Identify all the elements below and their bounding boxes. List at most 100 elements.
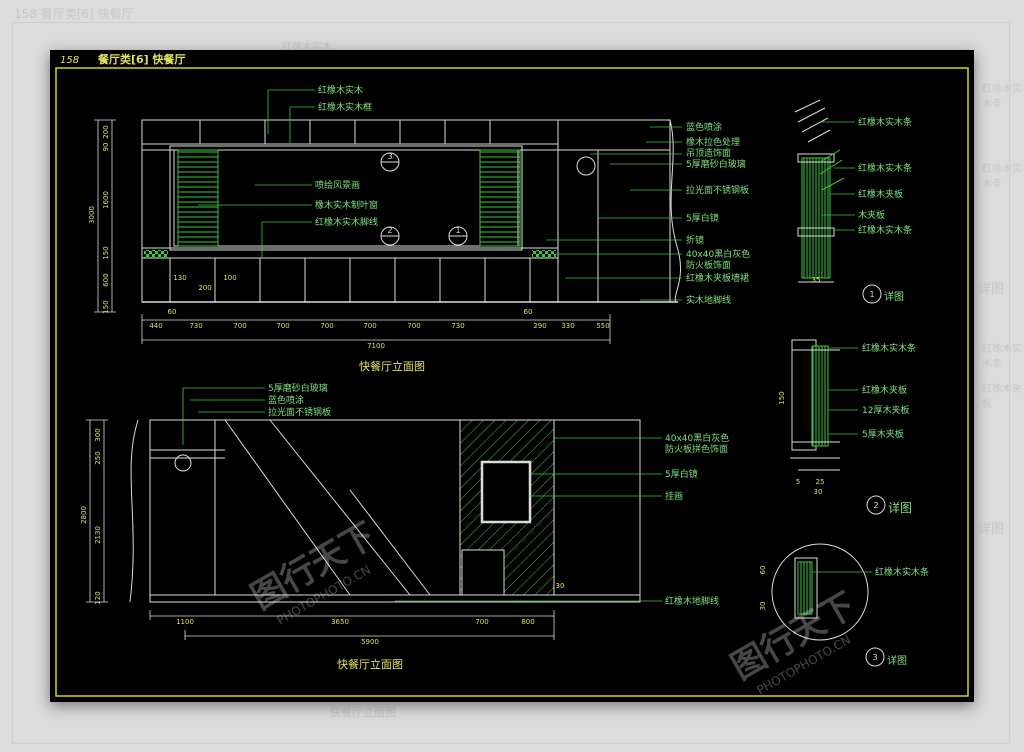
elev1-label-right: 红橡木夹板墙裙 <box>686 272 749 284</box>
elev1-dim: 700 <box>233 322 246 330</box>
elev1-label-right: 折镜 <box>686 234 704 246</box>
elev1-dim-left: 200 <box>102 125 110 138</box>
elev2-dim-left: 300 <box>94 428 102 441</box>
elev1-label-left: 红橡木实木脚线 <box>315 216 378 228</box>
elev1-label-left: 红橡木实木框 <box>318 101 372 113</box>
ghost-label: 红橡木实木条 <box>982 164 1022 190</box>
ghost-label: 红橡木实木条 <box>982 84 1022 110</box>
elev1-small-dim: 130 <box>173 274 186 282</box>
elev1-small-dim: 200 <box>198 284 211 292</box>
elev2-label-right: 5厚白镜 <box>665 468 698 480</box>
elevation-1-title: 快餐厅立面图 <box>359 359 425 373</box>
elev2-dim-left-total: 2800 <box>80 506 88 524</box>
elev2-dim: 700 <box>475 618 488 626</box>
elev1-dim-left: 90 <box>102 143 110 152</box>
elev1-label-right: 5厚白镜 <box>686 212 719 224</box>
detail3-dim: 30 <box>759 602 767 611</box>
sheet-number: 158 <box>60 55 79 66</box>
elev2-dim-total: 5900 <box>361 638 379 646</box>
elev2-label-top: 拉光面不锈钢板 <box>268 406 331 418</box>
detail1-callout-text: 详图 <box>884 290 904 303</box>
elev1-dim: 730 <box>451 322 464 330</box>
elev1-dim: 290 <box>533 322 546 330</box>
elev1-dim: 700 <box>407 322 420 330</box>
elev1-label-right: 蓝色喷涂 <box>686 121 722 133</box>
detail2-label: 红橡木夹板 <box>862 384 907 396</box>
drawing-frame <box>55 67 969 697</box>
elev2-dim-left: 120 <box>94 591 102 604</box>
section-marker-label: 2 <box>387 226 392 235</box>
detail2-dim-side: 150 <box>778 391 786 404</box>
elev2-dim: 800 <box>521 618 534 626</box>
detail1-label: 红橡木实木条 <box>858 162 912 174</box>
elev1-dim-left-total: 3000 <box>88 206 96 224</box>
elev1-label-left: 喷绘风景画 <box>315 179 360 191</box>
ghost-label: 红橡木夹板 <box>982 384 1022 410</box>
elev1-dim: 440 <box>149 322 162 330</box>
elev1-small-dim: 60 <box>168 308 177 316</box>
elev2-dim-right: 30 <box>556 582 565 590</box>
detail1-dim: 35 <box>812 276 821 284</box>
elevation-1 <box>141 119 681 303</box>
cad-drawing-sheet: 158 餐厅类[6] 快餐厅 <box>50 50 974 702</box>
elev1-dim: 700 <box>276 322 289 330</box>
elevation-2 <box>129 419 641 603</box>
elev1-label-left: 橡木实木制叶窗 <box>315 199 378 211</box>
elev2-label-right: 红橡木地脚线 <box>665 595 719 607</box>
detail3-dim: 60 <box>759 566 767 575</box>
ghost-label: 详图 <box>978 522 1005 537</box>
detail1-label: 红橡木实木条 <box>858 116 912 128</box>
elev1-dim: 730 <box>189 322 202 330</box>
section-marker-label: 1 <box>455 226 460 235</box>
detail2-callout-text: 详图 <box>888 500 912 515</box>
background-sheet-frame <box>12 22 1010 744</box>
ghost-label: 详图 <box>978 282 1005 297</box>
detail3-callout-no: 3 <box>872 653 877 662</box>
elev2-dim: 3650 <box>331 618 349 626</box>
detail2-dim: 25 <box>816 478 825 486</box>
elev1-label-right: 橡木拉色处理 <box>686 136 740 148</box>
elev1-label-right: 实木地脚线 <box>686 294 731 306</box>
ghost-label: 红橡木实木条 <box>982 344 1022 370</box>
elev1-dim: 700 <box>363 322 376 330</box>
detail-2 <box>790 339 886 515</box>
detail2-label: 12厚木夹板 <box>862 404 909 416</box>
detail2-label: 5厚木夹板 <box>862 428 904 440</box>
elev1-label-right: 5厚磨砂白玻璃 <box>686 158 746 170</box>
elev1-dim: 550 <box>596 322 609 330</box>
detail3-label: 红橡木实木条 <box>875 566 929 578</box>
detail2-callout-no: 2 <box>873 501 878 510</box>
elevation-2-title: 快餐厅立面图 <box>337 657 403 671</box>
elev1-small-dim: 60 <box>524 308 533 316</box>
elev1-small-dim: 100 <box>223 274 236 282</box>
elev2-label-right: 40x40黑白灰色 <box>665 432 729 444</box>
elev1-dim-total: 7100 <box>367 342 385 350</box>
cad-drawing: 158 餐厅类[6] 快餐厅 <box>55 52 969 698</box>
elev1-dim: 330 <box>561 322 574 330</box>
elev1-dim: 700 <box>320 322 333 330</box>
background-sheet-header: 158 餐厅类[6] 快餐厅 <box>14 7 134 21</box>
detail2-dim: 30 <box>814 488 823 496</box>
detail-3 <box>771 543 885 667</box>
elev1-label-right: 40x40黑白灰色 <box>686 248 750 260</box>
elev2-dim-left: 2130 <box>94 526 102 544</box>
detail-1 <box>794 99 882 304</box>
elev1-label-right: 拉光面不锈钢板 <box>686 184 749 196</box>
elev1-label-right: 吊顶造饰面 <box>686 147 731 159</box>
elev1-dim-left: 150 <box>102 300 110 313</box>
elev1-dim-left: 600 <box>102 273 110 286</box>
detail1-label: 红橡木夹板 <box>858 188 903 200</box>
elev1-label-right: 防火板饰面 <box>686 259 731 271</box>
elev2-label-top: 5厚磨砂白玻璃 <box>268 382 328 394</box>
elev2-label-right: 防火板拼色饰面 <box>665 443 728 455</box>
detail1-callout-no: 1 <box>869 290 874 299</box>
detail3-callout-text: 详图 <box>887 654 907 667</box>
elev1-label-left: 红橡木实木 <box>318 84 363 96</box>
elev2-dim: 1100 <box>176 618 194 626</box>
detail2-label: 红橡木实木条 <box>862 342 916 354</box>
section-marker-label: 3 <box>387 152 392 161</box>
detail1-label: 红橡木实木条 <box>858 224 912 236</box>
ghost-label: 红橡木实木 <box>282 42 332 53</box>
detail1-label: 木夹板 <box>858 209 885 221</box>
elev1-dim-left: 1600 <box>102 191 110 209</box>
